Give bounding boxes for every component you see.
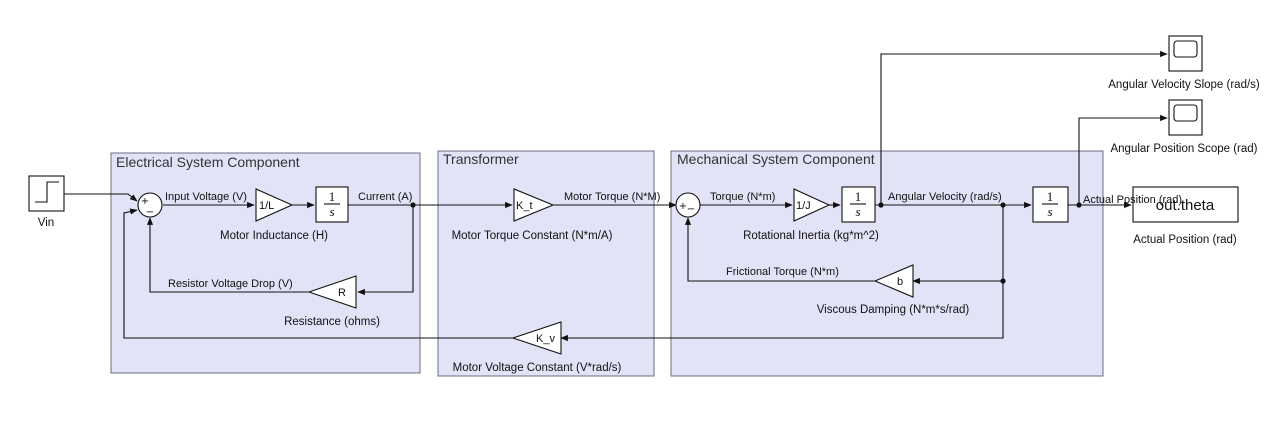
motor-inductance-text: 1/L xyxy=(259,200,274,212)
motor-inductance-label: Motor Inductance (H) xyxy=(220,230,328,242)
area-mechanical[interactable]: Mechanical System Component xyxy=(670,150,1104,377)
line-frictional-torque[interactable] xyxy=(684,217,875,282)
line-velocity-feedback[interactable] xyxy=(560,205,1004,342)
integrator-velocity[interactable]: 1 s xyxy=(841,186,876,223)
angular-velocity-scope[interactable]: Angular Velocity Slope (rad/s) xyxy=(1108,35,1260,91)
scope-screen-icon xyxy=(1173,40,1198,58)
vin-step-block[interactable]: Vin xyxy=(28,175,65,229)
line-current-branch[interactable] xyxy=(357,205,414,296)
area-electrical-title: Electrical System Component xyxy=(116,154,300,170)
branch-dot-velocity xyxy=(878,202,884,208)
integrator2-num: 1 xyxy=(855,189,862,204)
line-resistor-drop[interactable] xyxy=(146,217,309,293)
branch-dot-position xyxy=(1076,202,1082,208)
integrator1-den: s xyxy=(329,204,334,219)
integrator3-den: s xyxy=(1047,204,1052,219)
torque-constant-label: Motor Torque Constant (N*m/A) xyxy=(452,230,613,242)
resistance-label: Resistance (ohms) xyxy=(284,316,380,328)
to-workspace-label: Actual Position (rad) xyxy=(1133,234,1237,246)
motor-inductance-gain[interactable]: 1/L Motor Inductance (H) xyxy=(220,188,328,242)
rotational-inertia-text: 1/J xyxy=(796,200,811,212)
line-back-emf[interactable] xyxy=(123,208,513,339)
sum1-minus: − xyxy=(146,207,154,218)
to-workspace-block[interactable]: out.theta Actual Position (rad) xyxy=(1132,186,1239,246)
sum2-plus: + xyxy=(679,201,687,212)
velocity-scope-label: Angular Velocity Slope (rad/s) xyxy=(1108,79,1260,91)
branch-dot-current xyxy=(410,202,416,208)
viscous-damping-gain[interactable]: b Viscous Damping (N*m*s/rad) xyxy=(817,264,970,316)
signal-label-torque: Torque (N*m) xyxy=(710,191,775,203)
line-vin-sum[interactable] xyxy=(64,193,138,202)
branch-dot-damping xyxy=(1000,278,1006,284)
step-icon xyxy=(35,181,59,203)
integrator2-den: s xyxy=(855,204,860,219)
torque-constant-gain[interactable]: K_t Motor Torque Constant (N*m/A) xyxy=(452,188,613,242)
signal-label-motor-torque: Motor Torque (N*M) xyxy=(564,191,660,203)
signal-label-input-voltage: Input Voltage (V) xyxy=(165,191,247,203)
integrator-current[interactable]: 1 s xyxy=(315,186,349,223)
position-scope-label: Angular Position Scope (rad) xyxy=(1110,143,1257,155)
area-mechanical-title: Mechanical System Component xyxy=(677,151,875,167)
signal-label-actual-position: Actual Position (rad) xyxy=(1083,194,1182,206)
sum-torque[interactable]: + − xyxy=(675,192,701,218)
vin-label: Vin xyxy=(38,217,54,229)
rotational-inertia-label: Rotational Inertia (kg*m^2) xyxy=(743,230,879,242)
line-velocity-scope[interactable] xyxy=(880,50,1168,205)
sum2-minus: − xyxy=(687,204,695,215)
voltage-constant-gain[interactable]: K_v Motor Voltage Constant (V*rad/s) xyxy=(453,321,622,374)
integrator-position[interactable]: 1 s xyxy=(1032,186,1069,223)
signal-label-angular-velocity: Angular Velocity (rad/s) xyxy=(888,191,1002,203)
resistance-gain[interactable]: R Resistance (ohms) xyxy=(284,275,380,328)
viscous-damping-label: Viscous Damping (N*m*s/rad) xyxy=(817,304,970,316)
sum1-plus: + xyxy=(141,196,149,207)
integrator1-num: 1 xyxy=(329,189,336,204)
to-workspace-text: out.theta xyxy=(1156,197,1215,214)
rotational-inertia-gain[interactable]: 1/J Rotational Inertia (kg*m^2) xyxy=(743,188,879,242)
area-electrical[interactable]: Electrical System Component xyxy=(110,152,421,374)
line-position-scope[interactable] xyxy=(1078,114,1168,205)
torque-constant-text: K_t xyxy=(516,200,533,212)
signal-label-frictional-torque: Frictional Torque (N*m) xyxy=(726,266,839,278)
viscous-damping-text: b xyxy=(897,276,903,288)
signal-label-current: Current (A) xyxy=(358,191,412,203)
angular-position-scope[interactable]: Angular Position Scope (rad) xyxy=(1110,99,1258,155)
signal-lines xyxy=(64,50,1168,342)
integrator3-num: 1 xyxy=(1047,189,1054,204)
voltage-constant-text: K_v xyxy=(536,333,555,345)
sum-voltage[interactable]: + − xyxy=(137,192,163,218)
branch-dot-velocity-feedback xyxy=(1000,202,1006,208)
resistance-text: R xyxy=(338,287,346,299)
signal-label-resistor-drop: Resistor Voltage Drop (V) xyxy=(168,278,293,290)
area-transformer-title: Transformer xyxy=(443,151,519,167)
scope-screen-icon-2 xyxy=(1173,104,1198,122)
voltage-constant-label: Motor Voltage Constant (V*rad/s) xyxy=(453,362,622,374)
